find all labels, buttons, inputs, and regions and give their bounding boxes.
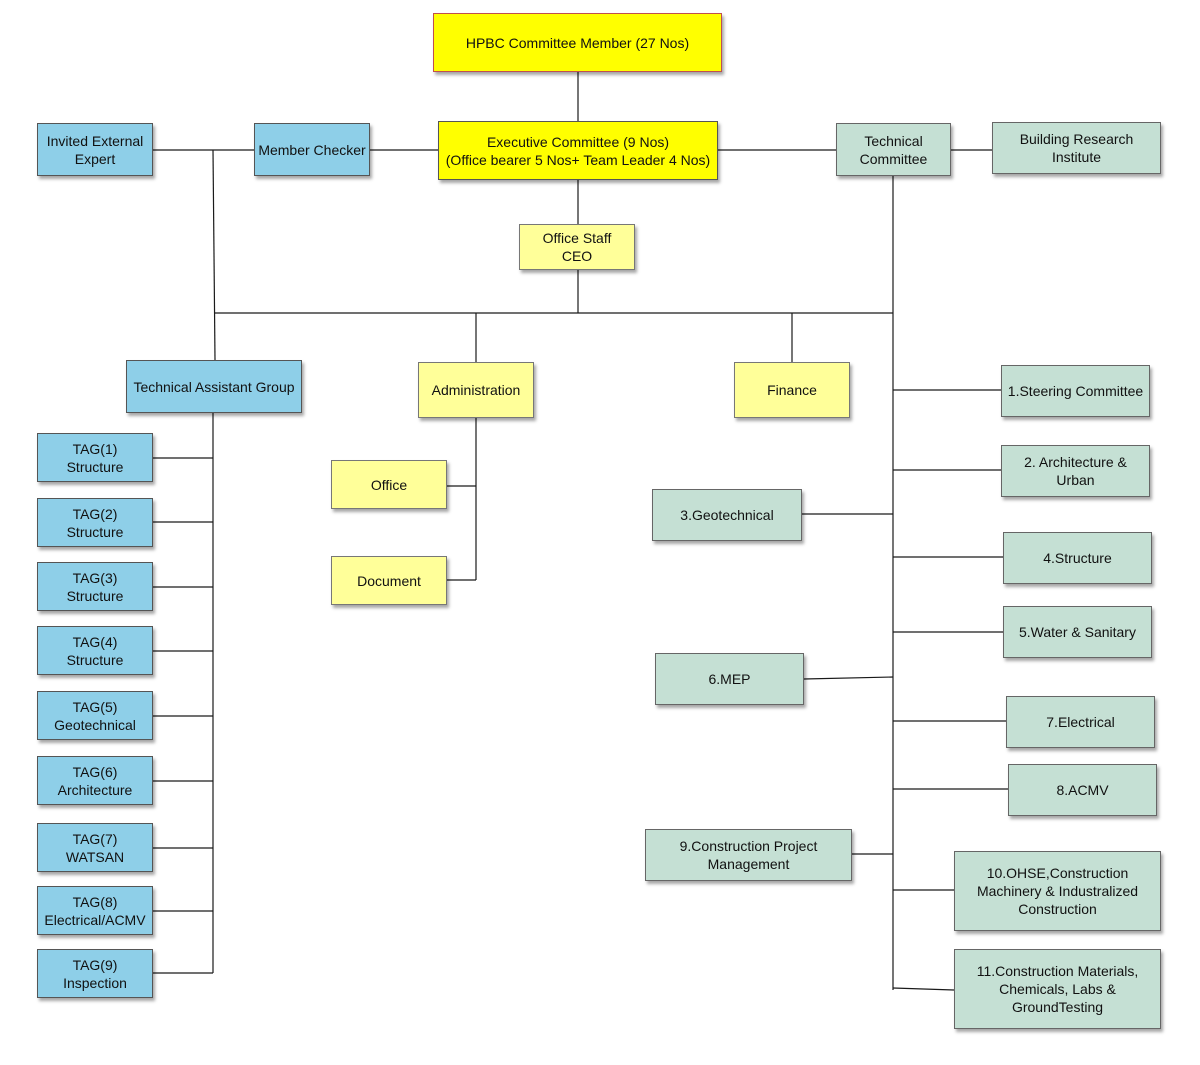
- committee-label-line3: Construction: [1018, 901, 1097, 917]
- tag-box: TAG(3) Structure: [37, 562, 153, 611]
- executive-committee-label: Executive Committee (9 Nos): [486, 133, 670, 150]
- committee-label-line3: GroundTesting: [1011, 999, 1104, 1015]
- technical-committee-line1: Technical: [864, 132, 923, 149]
- finance-label: Finance: [767, 382, 817, 398]
- building-research-institute-box: Building Research Institute: [992, 122, 1161, 174]
- administration-box: Administration: [418, 362, 534, 418]
- committee-label: 9.Construction Project: [679, 838, 818, 854]
- committee-box: 2. Architecture & Urban: [1001, 445, 1150, 497]
- technical-committee-box: Technical Committee: [836, 123, 951, 176]
- tag-discipline: Structure: [66, 651, 124, 668]
- document-label: Document: [357, 572, 421, 589]
- committee-box: 9.Construction Project Management: [645, 829, 852, 881]
- office-box: Office: [331, 460, 447, 509]
- committee-box: 5.Water & Sanitary: [1003, 606, 1152, 658]
- administration-label: Administration: [431, 382, 521, 398]
- invited-external-expert-line1: Invited External: [46, 132, 144, 149]
- tag-box: TAG(1) Structure: [37, 433, 153, 482]
- tag-discipline: Structure: [66, 458, 124, 475]
- tag-number: TAG(6): [72, 763, 118, 780]
- tag-number: TAG(4): [72, 633, 118, 650]
- executive-committee-sublabel: (Office bearer 5 Nos+ Team Leader 4 Nos): [445, 151, 711, 168]
- tag-discipline: Electrical/ACMV: [44, 911, 146, 928]
- committee-label-line2: Management: [707, 856, 790, 872]
- tag-box: TAG(9) Inspection: [37, 949, 153, 998]
- committee-box: 1.Steering Committee: [1001, 365, 1150, 417]
- committee-box: 6.MEP: [655, 653, 804, 705]
- committee-box: 8.ACMV: [1008, 764, 1157, 816]
- committee-label: 3.Geotechnical: [680, 507, 774, 523]
- invited-external-expert-line2: Expert: [74, 150, 116, 167]
- committee-box: 3.Geotechnical: [652, 489, 802, 541]
- tag-box: TAG(7) WATSAN: [37, 823, 153, 872]
- committee-label: 8.ACMV: [1056, 782, 1109, 798]
- technical-assistant-group-box: Technical Assistant Group: [126, 360, 302, 413]
- committee-box: 4.Structure: [1003, 532, 1152, 584]
- technical-assistant-group-label: Technical Assistant Group: [133, 378, 295, 395]
- building-research-institute-line1: Building Research: [1019, 131, 1134, 147]
- tag-number: TAG(5): [72, 698, 118, 715]
- member-checker-box: Member Checker: [254, 123, 370, 176]
- executive-committee-box: Executive Committee (9 Nos) (Office bear…: [438, 121, 718, 180]
- tag-discipline: Architecture: [57, 781, 133, 798]
- tag-box: TAG(2) Structure: [37, 498, 153, 547]
- tag-number: TAG(8): [72, 893, 118, 910]
- committee-box: 7.Electrical: [1006, 696, 1155, 748]
- tag-box: TAG(4) Structure: [37, 626, 153, 675]
- tag-discipline: Structure: [66, 523, 124, 540]
- tag-box: TAG(6) Architecture: [37, 756, 153, 805]
- committee-label: 4.Structure: [1043, 550, 1112, 566]
- tag-discipline: Geotechnical: [54, 716, 136, 733]
- tag-number: TAG(7): [72, 830, 118, 847]
- hpbc-committee-member-box: HPBC Committee Member (27 Nos): [433, 13, 722, 72]
- tag-box: TAG(8) Electrical/ACMV: [37, 886, 153, 935]
- hpbc-committee-member-label: HPBC Committee Member (27 Nos): [465, 34, 690, 51]
- tag-number: TAG(3): [72, 569, 118, 586]
- building-research-institute-line2: Institute: [1051, 149, 1102, 165]
- committee-label: 11.Construction Materials,: [976, 963, 1139, 979]
- invited-external-expert-box: Invited External Expert: [37, 123, 153, 176]
- finance-box: Finance: [734, 362, 850, 418]
- tag-discipline: Structure: [66, 587, 124, 604]
- tag-discipline: WATSAN: [65, 848, 125, 865]
- tag-number: TAG(1): [72, 440, 118, 457]
- committee-label: 10.OHSE,Construction: [986, 865, 1129, 881]
- office-staff-ceo-box: Office Staff CEO: [519, 224, 635, 270]
- committee-box: 11.Construction Materials, Chemicals, La…: [954, 949, 1161, 1029]
- committee-label: 6.MEP: [708, 671, 751, 687]
- committee-label-line2: Chemicals, Labs &: [999, 981, 1116, 997]
- tag-discipline: Inspection: [63, 974, 127, 991]
- ceo-label: CEO: [561, 248, 593, 264]
- office-staff-label: Office Staff: [542, 230, 612, 246]
- tag-number: TAG(9): [72, 956, 118, 973]
- committee-label-line2: Machinery & Industralized: [976, 883, 1139, 899]
- committee-label-line2: Urban: [1056, 472, 1095, 488]
- committee-label: 5.Water & Sanitary: [1019, 624, 1136, 640]
- technical-committee-line2: Committee: [859, 150, 928, 167]
- committee-box: 10.OHSE,Construction Machinery & Industr…: [954, 851, 1161, 931]
- tag-number: TAG(2): [72, 505, 118, 522]
- office-label: Office: [370, 476, 408, 493]
- document-box: Document: [331, 556, 447, 605]
- committee-label: 2. Architecture &: [1024, 454, 1127, 470]
- member-checker-label: Member Checker: [258, 141, 366, 158]
- committee-label: 7.Electrical: [1046, 714, 1115, 730]
- tag-box: TAG(5) Geotechnical: [37, 691, 153, 740]
- committee-label: 1.Steering Committee: [1007, 383, 1144, 399]
